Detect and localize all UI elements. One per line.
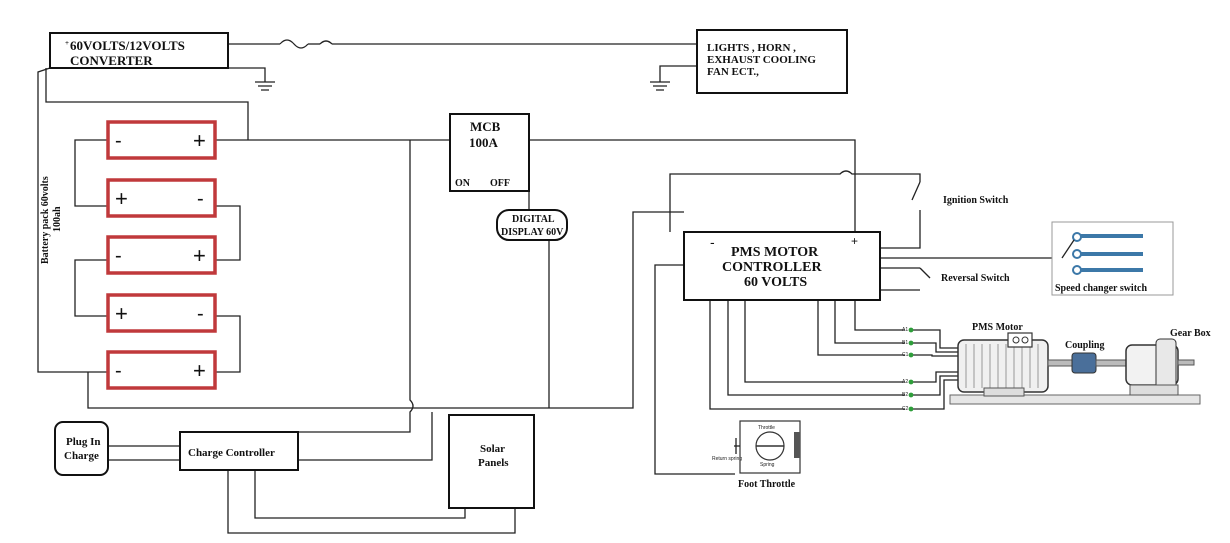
cell-5-plus: + <box>193 358 206 383</box>
throttle-dial-bottom: Spring <box>760 462 775 468</box>
controller-box <box>683 231 881 301</box>
loads-line-1: LIGHTS , HORN , <box>707 42 796 54</box>
converter-title: 60VOLTS/12VOLTS <box>70 38 185 53</box>
controller-line-3: 60 VOLTS <box>744 275 807 290</box>
display-line-2: DISPLAY 60V <box>501 227 564 238</box>
battery-label: Battery pack 60volts <box>40 176 51 264</box>
battery-cell-2: + - <box>106 178 217 218</box>
controller-line-2: CONTROLLER <box>722 260 822 275</box>
ignition-switch-icon <box>911 181 921 201</box>
mcb-title: MCB <box>470 119 501 134</box>
cell-1-minus: - <box>115 130 122 152</box>
cell-2-minus: - <box>197 188 204 210</box>
solar-panels-block: Solar Panels <box>448 414 535 509</box>
motor-base-plate <box>949 394 1201 405</box>
charge-controller-label: Charge Controller <box>188 447 275 459</box>
pms-motor-label: PMS Motor <box>972 322 1023 333</box>
cell-1-plus: + <box>193 128 206 153</box>
wiring <box>37 39 1062 534</box>
loads-line-3: FAN ECT., <box>707 66 759 78</box>
controller-line-1: PMS MOTOR <box>731 245 819 260</box>
svg-text:A2: A2 <box>902 379 908 385</box>
controller-plus: + <box>851 234 858 248</box>
converter-subtitle: CONVERTER <box>70 53 153 68</box>
loads-line-2: EXHAUST COOLING <box>707 54 816 66</box>
mcb-on-label: ON <box>455 178 471 189</box>
throttle-dial-top: Throttle <box>758 425 775 431</box>
svg-text:C1: C1 <box>902 352 909 358</box>
cell-2-plus: + <box>115 186 128 211</box>
terminal-a1: A1 <box>902 327 914 333</box>
mcb-box <box>449 113 530 192</box>
svg-text:B2: B2 <box>902 392 908 398</box>
ground-symbol-icon <box>650 81 670 91</box>
terminal-c1: C1 <box>902 352 914 358</box>
cell-3-plus: + <box>193 243 206 268</box>
gearbox-label: Gear Box <box>1170 328 1211 339</box>
foot-throttle-block: Throttle Spring Return spring Foot Throt… <box>712 420 801 490</box>
reversal-switch-icon <box>919 267 931 279</box>
display-line-1: DIGITAL <box>512 214 555 225</box>
speed-changer-label: Speed changer switch <box>1055 283 1147 294</box>
battery-cell-5: - + <box>106 350 217 390</box>
coupling-icon <box>1071 352 1127 374</box>
battery-pack: Battery pack 60volts 100ah - + + - - + +… <box>40 120 217 390</box>
mcb-rating: 100A <box>469 135 499 150</box>
battery-cell-3: - + <box>106 235 217 275</box>
converter-plus: + <box>65 39 69 47</box>
solar-line-2: Panels <box>478 457 509 469</box>
terminal-c2: C2 <box>902 406 914 412</box>
mcb-off-label: OFF <box>490 178 510 189</box>
reversal-switch: Reversal Switch <box>919 267 1010 284</box>
cell-5-minus: - <box>115 360 122 382</box>
ignition-switch-label: Ignition Switch <box>943 195 1009 206</box>
svg-text:C2: C2 <box>902 406 909 412</box>
terminal-b2: B2 <box>902 392 914 398</box>
loads-box <box>696 29 848 94</box>
motor-assembly: PMS Motor Coupling Gear Box <box>949 322 1211 405</box>
cell-4-minus: - <box>197 303 204 325</box>
controller-minus: - <box>710 234 715 250</box>
terminal-a2: A2 <box>902 379 914 385</box>
gearbox-icon <box>1125 338 1195 396</box>
converter-box <box>49 32 229 69</box>
converter-block: + 60VOLTS/12VOLTS CONVERTER <box>49 32 275 91</box>
foot-throttle-label: Foot Throttle <box>738 479 796 490</box>
terminal-b1: B1 <box>902 340 914 346</box>
solar-line-1: Solar <box>480 443 505 455</box>
battery-cell-4: + - <box>106 293 217 333</box>
digital-display-block: DIGITAL DISPLAY 60V <box>496 209 568 241</box>
ground-symbol-icon <box>255 81 275 91</box>
speed-changer-block: Speed changer switch <box>1051 221 1174 296</box>
cell-4-plus: + <box>115 301 128 326</box>
reversal-switch-label: Reversal Switch <box>941 273 1010 284</box>
mcb-block: MCB 100A ON OFF <box>449 113 530 192</box>
throttle-side-text: Return spring <box>712 456 742 462</box>
ignition-switch: Ignition Switch <box>911 181 1009 220</box>
battery-capacity: 100ah <box>52 206 63 232</box>
plug-in-line-2: Charge <box>64 450 99 462</box>
motor-terminals: A1 B1 C1 A2 B2 C2 <box>902 327 914 412</box>
svg-text:A1: A1 <box>902 327 908 333</box>
charge-controller-box <box>179 431 299 471</box>
loads-block: LIGHTS , HORN , EXHAUST COOLING FAN ECT.… <box>650 29 848 94</box>
pms-motor-icon <box>957 332 1073 397</box>
plug-in-charge-block: Plug In Charge <box>54 421 109 476</box>
plug-in-box <box>54 421 109 476</box>
digital-display-box <box>496 209 568 241</box>
coupling-label: Coupling <box>1065 340 1104 351</box>
fuse-symbol <box>279 39 309 49</box>
svg-text:B1: B1 <box>902 340 908 346</box>
foot-throttle-icon <box>734 420 801 474</box>
charge-controller-block: Charge Controller <box>179 431 299 471</box>
battery-cell-1: - + <box>106 120 217 160</box>
motor-controller-block: - + PMS MOTOR CONTROLLER 60 VOLTS <box>683 231 881 301</box>
cell-3-minus: - <box>115 245 122 267</box>
plug-in-line-1: Plug In <box>66 436 101 448</box>
solar-panels-box <box>448 414 535 509</box>
speed-selector-icon <box>1061 232 1143 275</box>
